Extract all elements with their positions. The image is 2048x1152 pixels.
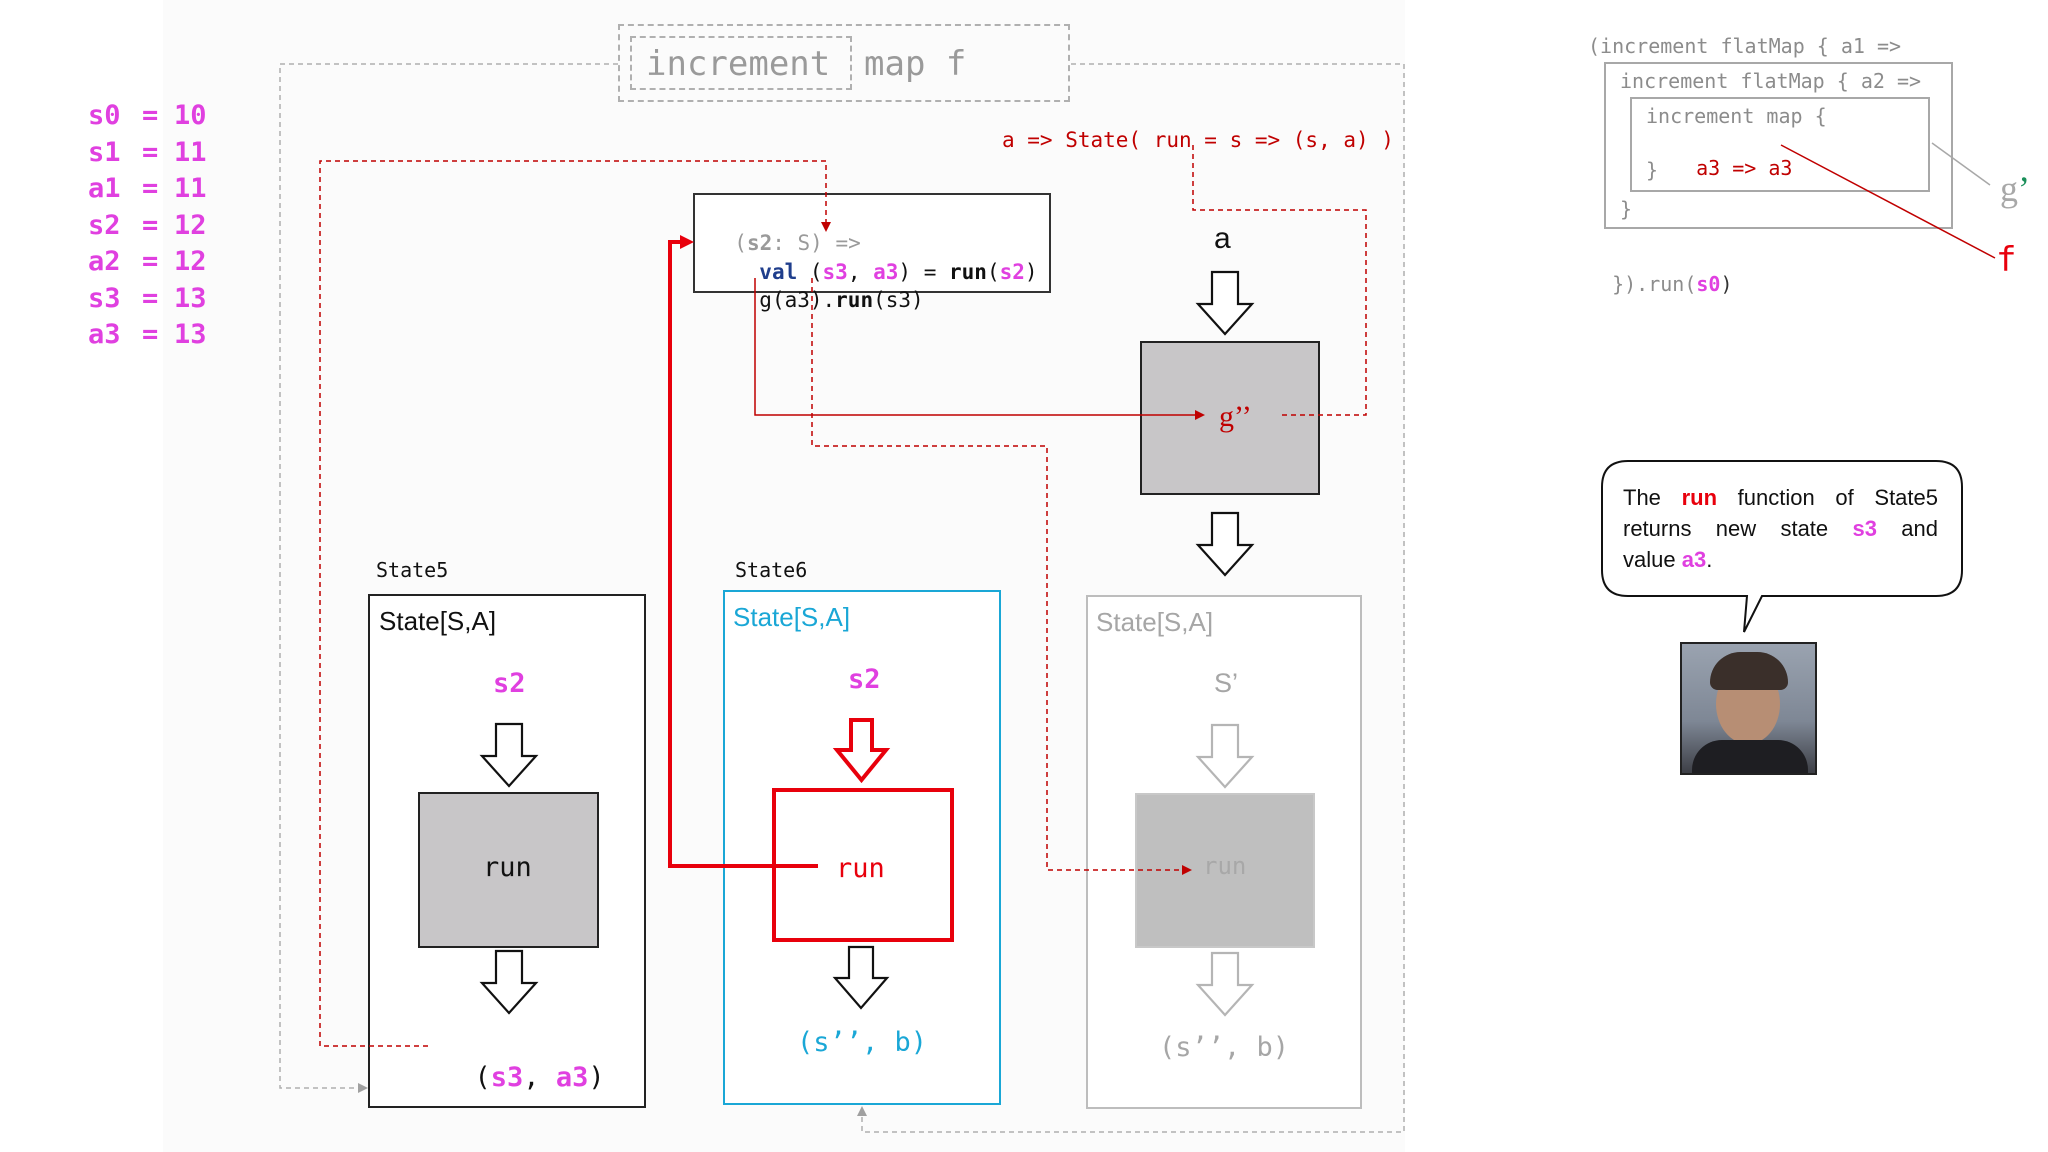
state7-output: (s’’, b) (1159, 1032, 1290, 1063)
header-map-f: map f (864, 44, 967, 84)
variable-name: a2 (88, 246, 121, 277)
lambda-line-3: g(a3).run(s3) (759, 288, 924, 312)
lambda-line-2: val (s3, a3) = run(s2) (759, 260, 1038, 284)
state-definition: a => State( run = s => (s, a) ) (1002, 128, 1394, 152)
down-arrow-icon (1195, 270, 1255, 336)
right-code-line-4: a3 => a3 (1696, 156, 1793, 180)
state6-run-label: run (836, 853, 885, 884)
down-arrow-icon (1195, 951, 1255, 1017)
variable-row: s2 = 12 (88, 208, 207, 245)
variable-name: a3 (88, 319, 121, 350)
g-prime-label: g’ (2000, 169, 2030, 209)
speech-bubble-shape (1601, 460, 1963, 633)
down-arrow-icon (832, 718, 891, 784)
increment-box (630, 36, 852, 90)
variable-eq: = (142, 136, 159, 168)
header-increment: increment (646, 44, 831, 84)
state6-output: (s’’, b) (797, 1027, 928, 1058)
g-input-label: a (1214, 222, 1231, 255)
variable-value: 10 (174, 100, 207, 131)
presenter-photo (1680, 642, 1817, 775)
bubble-line-2: returns new state s3 and (1623, 516, 1938, 541)
variable-value: 11 (174, 173, 207, 204)
state6-title: State6 (735, 558, 808, 582)
state7-input: S’ (1214, 668, 1239, 698)
variable-row: s0 = 10 (88, 98, 207, 135)
outer-dashed-frame (279, 63, 1405, 1133)
s3-a3-return-path (319, 160, 831, 1047)
variable-row: a1 = 11 (88, 171, 207, 208)
variable-value: 13 (174, 319, 207, 350)
lambda-code-box (693, 193, 1051, 293)
variable-value: 12 (174, 246, 207, 277)
variable-eq: = (142, 209, 159, 241)
state-def-to-g-path (1192, 145, 1367, 416)
right-code-line-5: } (1646, 158, 1659, 182)
variable-name: s3 (88, 282, 121, 314)
run-s3-to-state7-path (811, 278, 1192, 875)
variable-eq: = (142, 100, 159, 131)
state5-title: State5 (376, 558, 449, 582)
variable-row: s3 = 13 (88, 281, 207, 318)
variable-row: a2 = 12 (88, 244, 207, 281)
g-a3-to-g-path (754, 278, 1205, 420)
variable-value: 12 (174, 209, 207, 241)
state5-run-box (418, 792, 599, 948)
down-arrow-icon (832, 945, 890, 1010)
variable-eq: = (142, 173, 159, 204)
variable-row: a3 = 13 (88, 317, 207, 354)
down-arrow-icon (1195, 723, 1255, 789)
variable-name: s2 (88, 209, 121, 241)
right-code-line-6: } (1620, 197, 1633, 221)
variable-name: s1 (88, 136, 121, 168)
down-arrow-icon (479, 949, 539, 1015)
state7-run-label: run (1203, 852, 1247, 880)
right-code-line-2: increment flatMap { a2 => (1620, 69, 1922, 93)
state6-type: State[S,A] (733, 602, 851, 632)
variable-name: s0 (88, 100, 121, 131)
right-code-line-7: }).run(s0) (1612, 272, 1733, 296)
header-box (618, 24, 1070, 102)
state5-input: s2 (493, 668, 526, 699)
state6-run-to-lambda-path (668, 235, 818, 868)
variable-eq: = (142, 319, 159, 350)
down-arrow-icon (1195, 511, 1255, 577)
lambda-line-1: (s2: S) => (734, 231, 861, 255)
right-code-line-1: (increment flatMap { a1 => (1588, 34, 1902, 58)
state5-output: (s3, a3) (474, 1062, 605, 1093)
variable-eq: = (142, 246, 159, 277)
g-function-box (1140, 341, 1320, 495)
variable-value: 11 (174, 136, 207, 168)
variable-row: s1 = 11 (88, 135, 207, 172)
f-label: f (1996, 240, 2017, 280)
variable-name: a1 (88, 173, 121, 204)
right-code-line-3: increment map { (1646, 104, 1827, 128)
state5-type: State[S,A] (379, 606, 497, 636)
variable-eq: = (142, 282, 159, 314)
g-function-label: g’’ (1219, 400, 1252, 433)
bubble-line-1: The run function of State5 (1623, 485, 1939, 510)
right-code-frames (1604, 62, 1996, 259)
state6-input: s2 (848, 664, 881, 695)
state7-type: State[S,A] (1096, 607, 1214, 637)
state5-run-label: run (483, 852, 532, 883)
variable-list: s0 = 10 s1 = 11 a1 = 11 s2 = 12 a2 = 12 s3 = 13 a3 = 13 (88, 98, 207, 354)
bubble-line-3: value a3. (1623, 547, 1713, 572)
down-arrow-icon (479, 722, 539, 788)
speech-bubble-text: The run function of State5 returns new s… (1623, 482, 1938, 575)
variable-value: 13 (174, 282, 207, 314)
